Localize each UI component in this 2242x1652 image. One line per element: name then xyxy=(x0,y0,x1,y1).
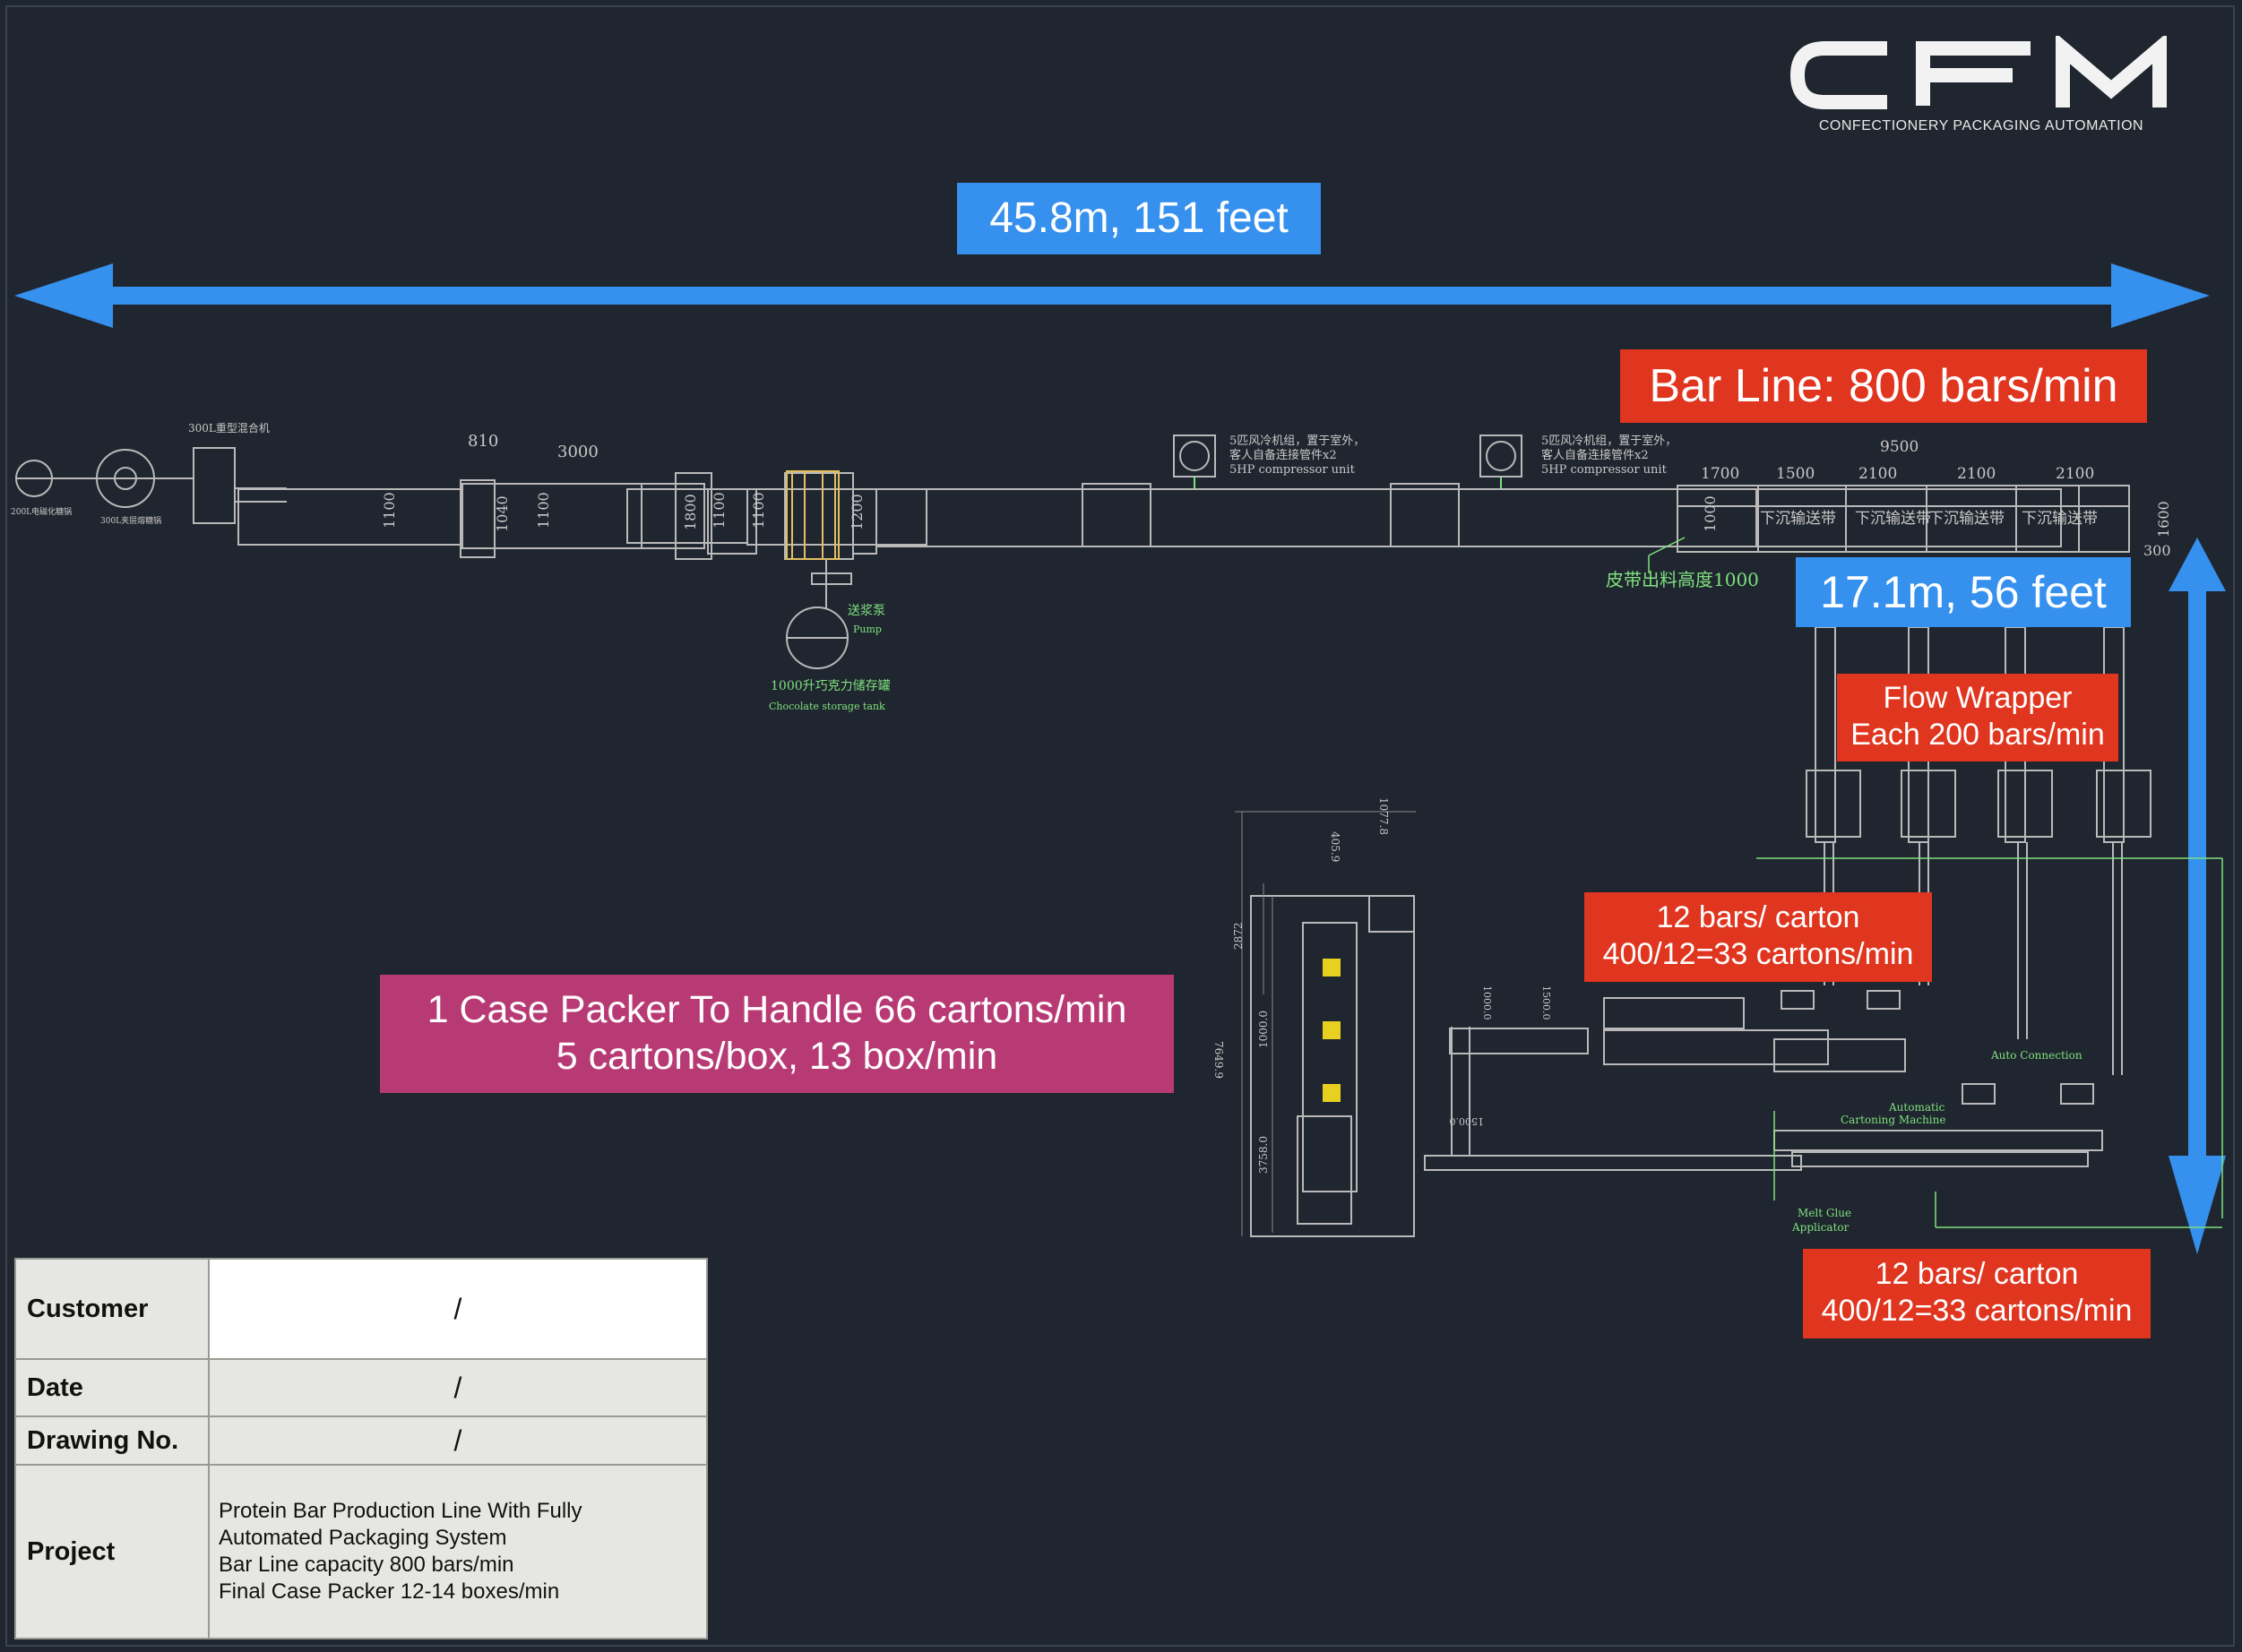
choc-tank-cn-label: 1000升巧克力储存罐 xyxy=(771,679,891,693)
pump-cn-label: 送浆泵 xyxy=(848,604,885,618)
dim-810: 810 xyxy=(468,432,498,451)
dim-300: 300 xyxy=(2143,542,2171,559)
dim-1500: 1500 xyxy=(1776,465,1815,483)
choc-tank-en-label: Chocolate storage tank xyxy=(769,701,885,712)
flow-wrapper-tag: Flow Wrapper Each 200 bars/min xyxy=(1837,674,2118,761)
dim-2100b: 2100 xyxy=(1957,465,1996,483)
drawing-no-row: Drawing No. / xyxy=(14,1415,708,1466)
conveyor-2-label: 下沉输送带 xyxy=(1855,510,1931,528)
glue-label-1: Melt Glue xyxy=(1798,1207,1851,1219)
mixer-label: 300L重型混合机 xyxy=(188,421,270,435)
cartoning-label-1: Automatic xyxy=(1888,1101,1945,1114)
dim-4059: 405.9 xyxy=(1329,831,1341,862)
date-label: Date xyxy=(14,1358,210,1417)
dim-2100a: 2100 xyxy=(1858,465,1897,483)
tank-left-2-label: 300L夹层熔糖锅 xyxy=(100,515,161,526)
compressor2-cn1: 5匹风冷机组，置于室外， xyxy=(1541,434,1677,448)
dim-1000: 1000 xyxy=(1702,495,1719,532)
dim-1200: 1200 xyxy=(849,494,866,530)
dim-1100b: 1100 xyxy=(535,492,552,529)
dim-1500b: 1500.0 xyxy=(1540,985,1552,1020)
compressor1-cn2: 客人自备连接管件x2 xyxy=(1229,448,1337,462)
carton-upper-tag: 12 bars/ carton 400/12=33 cartons/min xyxy=(1584,892,1932,982)
carton-lower-line1: 12 bars/ carton xyxy=(1875,1257,2079,1291)
customer-value: / xyxy=(208,1258,708,1360)
customer-row: Customer / xyxy=(14,1258,708,1360)
title-block: Customer / Date / Drawing No. / Project … xyxy=(14,1258,708,1639)
dim-1000b: 1000.0 xyxy=(1481,985,1493,1020)
compressor2-en: 5HP compressor unit xyxy=(1541,463,1668,477)
case-packer-line2: 5 cartons/box, 13 box/min xyxy=(556,1034,998,1078)
conveyor-1-label: 下沉输送带 xyxy=(1760,510,1836,528)
belt-height-label: 皮带出料高度1000 xyxy=(1606,569,1759,590)
length-arrow xyxy=(14,263,2210,328)
case-packer-line1: 1 Case Packer To Handle 66 cartons/min xyxy=(427,988,1127,1031)
project-line-4: Final Case Packer 12-14 boxes/min xyxy=(219,1579,560,1604)
dim-1500c: 1500.0 xyxy=(1450,1115,1485,1127)
date-value: / xyxy=(208,1358,708,1417)
compressor1-cn1: 5匹风冷机组，置于室外， xyxy=(1229,434,1365,448)
dim-1600: 1600 xyxy=(2155,501,2172,538)
carton-lower-line2: 400/12=33 cartons/min xyxy=(1821,1293,2133,1328)
cad-labels: 300L重型混合机 200L电磁化糖锅 300L夹层熔糖锅 810 3000 1… xyxy=(11,421,2172,1234)
project-label: Project xyxy=(14,1464,210,1639)
pump-en-label: Pump xyxy=(853,624,882,635)
dim-9500: 9500 xyxy=(1880,438,1919,456)
compressor2-cn2: 客人自备连接管件x2 xyxy=(1541,448,1649,462)
case-packer-tag: 1 Case Packer To Handle 66 cartons/min 5… xyxy=(380,975,1174,1093)
width-arrow xyxy=(2169,538,2226,1254)
carton-upper-line1: 12 bars/ carton xyxy=(1656,900,1860,934)
auto-connection-label: Auto Connection xyxy=(1990,1049,2082,1062)
carton-lower-tag: 12 bars/ carton 400/12=33 cartons/min xyxy=(1803,1249,2151,1338)
dim-10000: 1000.0 xyxy=(1257,1011,1270,1048)
dim-1100a: 1100 xyxy=(381,492,398,529)
project-row: Project Protein Bar Production Line With… xyxy=(14,1464,708,1639)
cfm-logo-mark xyxy=(1789,36,2167,109)
bar-line-tag: Bar Line: 800 bars/min xyxy=(1620,349,2147,423)
compressor1-en: 5HP compressor unit xyxy=(1229,463,1356,477)
dim-37580: 3758.0 xyxy=(1257,1136,1270,1174)
dim-2100c: 2100 xyxy=(2056,465,2094,483)
length-tag: 45.8m, 151 feet xyxy=(957,183,1321,254)
dim-1100c: 1100 xyxy=(711,492,728,529)
cfm-logo: CONFECTIONERY PACKAGING AUTOMATION xyxy=(1789,36,2174,133)
dim-1700: 1700 xyxy=(1701,465,1739,483)
dim-2872: 2872 xyxy=(1232,922,1245,950)
project-line-3: Bar Line capacity 800 bars/min xyxy=(219,1553,514,1577)
tank-left-1-label: 200L电磁化糖锅 xyxy=(11,506,72,517)
page-frame xyxy=(5,5,2235,1647)
dim-3000: 3000 xyxy=(557,443,599,461)
dim-1800: 1800 xyxy=(682,494,699,530)
project-line-2: Automated Packaging System xyxy=(219,1526,507,1550)
project-value: Protein Bar Production Line With Fully A… xyxy=(208,1464,708,1639)
dim-1077: 1077.8 xyxy=(1377,797,1390,835)
glue-label-2: Applicator xyxy=(1791,1221,1850,1234)
conveyor-4-label: 下沉输送带 xyxy=(2022,510,2098,528)
dim-7649: 7649.9 xyxy=(1212,1041,1225,1079)
drawing-no-label: Drawing No. xyxy=(14,1415,210,1466)
customer-label: Customer xyxy=(14,1258,210,1360)
dim-1100d: 1100 xyxy=(750,492,767,529)
cartoning-label-2: Cartoning Machine xyxy=(1841,1114,1945,1126)
project-line-1: Protein Bar Production Line With Fully xyxy=(219,1499,582,1523)
logo-tagline: CONFECTIONERY PACKAGING AUTOMATION xyxy=(1818,118,2144,133)
width-tag: 17.1m, 56 feet xyxy=(1796,557,2131,627)
flow-wrapper-title: Flow Wrapper xyxy=(1883,681,2073,715)
date-row: Date / xyxy=(14,1358,708,1417)
dim-1040: 1040 xyxy=(494,495,511,532)
drawing-no-value: / xyxy=(208,1415,708,1466)
flow-wrapper-rate: Each 200 bars/min xyxy=(1850,717,2105,752)
conveyor-3-label: 下沉输送带 xyxy=(1928,510,2005,528)
carton-upper-line2: 400/12=33 cartons/min xyxy=(1602,936,1914,971)
